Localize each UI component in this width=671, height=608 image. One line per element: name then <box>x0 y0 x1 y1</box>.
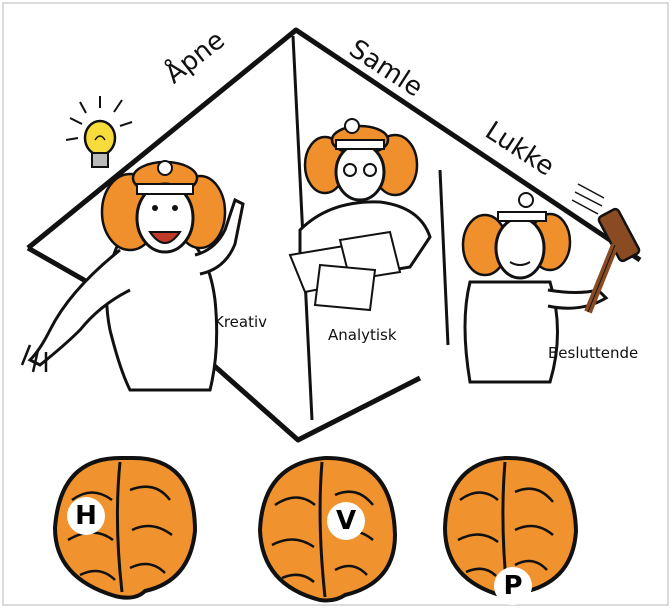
brain-badge-right: P <box>494 567 532 605</box>
brain-badge-middle: V <box>327 502 365 540</box>
brain-middle-image <box>260 458 395 600</box>
light-bulb-icon <box>66 96 132 167</box>
creative-person-figure <box>22 161 243 390</box>
brain-badge-left: H <box>67 497 105 535</box>
role-label-analytical: Analytisk <box>328 326 397 344</box>
analytical-person-figure <box>290 119 430 310</box>
role-label-creative: Kreativ <box>214 313 267 331</box>
role-label-decisive: Besluttende <box>548 344 638 362</box>
